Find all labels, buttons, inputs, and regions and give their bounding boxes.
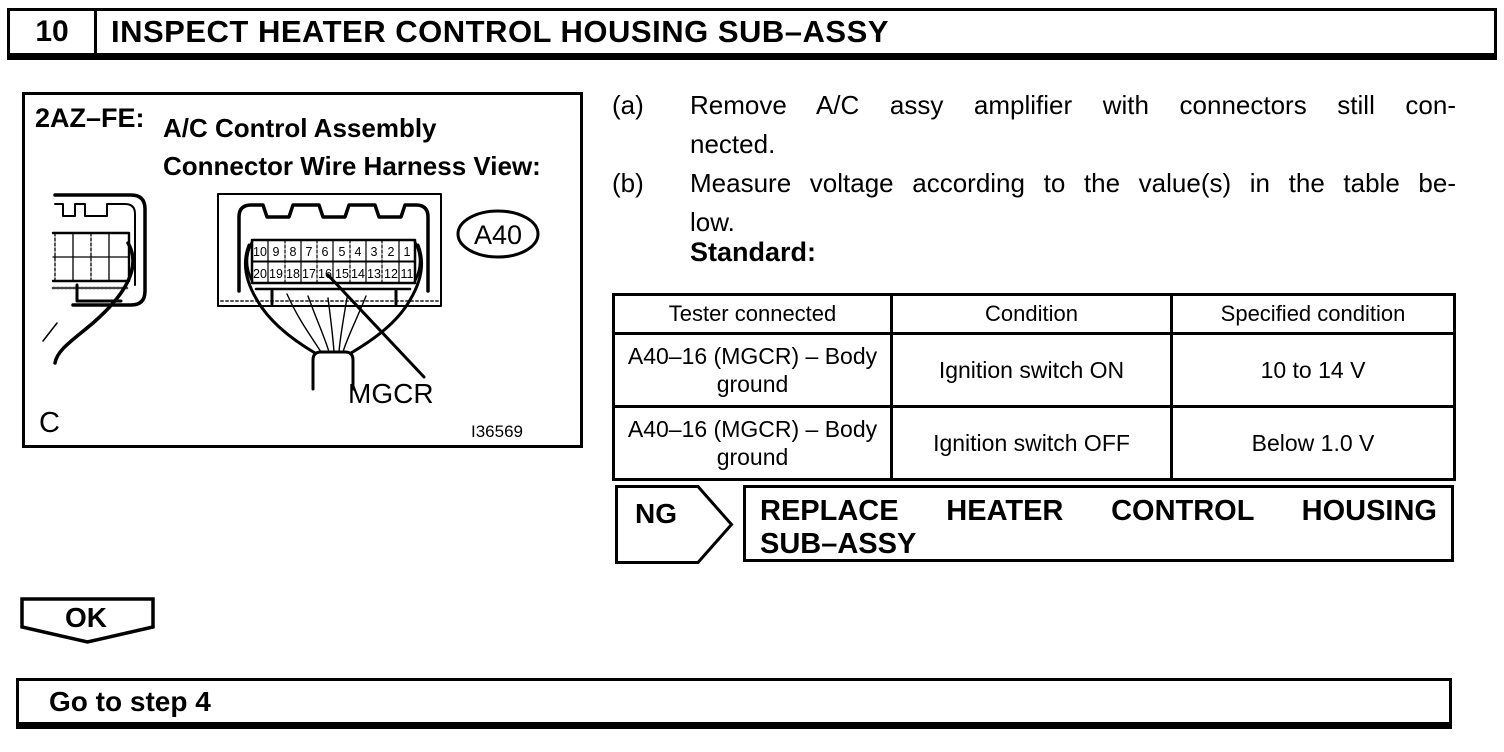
table-header-cell: Condition (890, 293, 1173, 335)
connector-id-label: A40 (474, 220, 522, 250)
figure-corner-label: C (39, 407, 60, 439)
figure-code: I36569 (471, 422, 523, 441)
pin-number: 8 (290, 245, 297, 259)
pin-number: 11 (401, 267, 414, 281)
pin-number: 12 (384, 267, 398, 281)
table-cell: A40–16 (MGCR) – Body ground (612, 332, 893, 408)
ng-arrow: NG (615, 485, 734, 564)
step-header: 10 INSPECT HEATER CONTROL HOUSING SUB–AS… (7, 8, 1497, 60)
table-header-cell: Specified condition (1170, 293, 1456, 335)
step-title: INSPECT HEATER CONTROL HOUSING SUB–ASSY (111, 14, 889, 49)
specification-table: Tester connected Condition Specified con… (612, 293, 1456, 481)
pin-number: 6 (322, 245, 329, 259)
ng-action-line1: REPLACE HEATER CONTROL HOUSING (760, 495, 1437, 527)
table-cell: A40–16 (MGCR) – Body ground (612, 405, 893, 481)
pin-number: 19 (269, 267, 283, 281)
table-header-cell: Tester connected (612, 293, 893, 335)
pin-number: 4 (355, 245, 362, 259)
step-a-line2: nected. (690, 129, 776, 159)
ok-label: OK (65, 602, 107, 633)
pin-number: 2 (388, 245, 395, 259)
goto-step-text: Go to step 4 (49, 685, 211, 717)
mgcr-pointer-line (326, 273, 426, 379)
table-cell: Ignition switch OFF (890, 405, 1173, 481)
pin-number: 7 (306, 245, 313, 259)
left-connector-drawing (42, 193, 147, 365)
pin-signal-label: MGCR (348, 378, 434, 409)
step-a-marker: (a) (612, 90, 644, 120)
connector-id-callout: A40 (456, 209, 540, 259)
pin-number: 9 (273, 245, 280, 259)
step-b-marker: (b) (612, 168, 644, 198)
pin-number: 5 (339, 245, 346, 259)
table-row: A40–16 (MGCR) – Body ground Ignition swi… (612, 332, 1456, 408)
pin-number: 13 (367, 267, 381, 281)
goto-step-box: Go to step 4 (16, 678, 1452, 729)
ok-banner: OK (20, 597, 155, 644)
step-number: 10 (10, 11, 97, 53)
right-connector-drawing: 10 9 8 7 6 5 4 3 2 1 20 19 18 17 16 15 1 (217, 193, 442, 391)
step-a-line1: Remove A/C assy amplifier with connector… (690, 90, 1456, 120)
step-a-text: Remove A/C assy amplifier with connector… (690, 86, 1456, 164)
ng-label: NG (635, 498, 677, 529)
table-cell: Ignition switch ON (890, 332, 1173, 408)
pin-number: 17 (302, 267, 316, 281)
pin-number: 20 (253, 267, 267, 281)
figure-title: A/C Control Assembly Connector Wire Harn… (163, 109, 541, 185)
pin-number: 15 (335, 267, 349, 281)
engine-label: 2AZ–FE: (35, 103, 145, 133)
step-b-line2: low. (690, 207, 735, 237)
table-cell: 10 to 14 V (1170, 332, 1456, 408)
pin-number: 18 (286, 267, 300, 281)
table-cell: Below 1.0 V (1170, 405, 1456, 481)
ng-action-line2: SUB–ASSY (760, 528, 917, 560)
pin-number: 3 (371, 245, 378, 259)
table-header-row: Tester connected Condition Specified con… (612, 293, 1456, 335)
pin-numbers: 10 9 8 7 6 5 4 3 2 1 20 19 18 17 16 15 1 (253, 245, 413, 281)
pin-number: 1 (404, 245, 411, 259)
connector-diagram: 10 9 8 7 6 5 4 3 2 1 20 19 18 17 16 15 1 (42, 193, 540, 391)
pin-number: 14 (351, 267, 365, 281)
table-row: A40–16 (MGCR) – Body ground Ignition swi… (612, 405, 1456, 481)
pin-number: 10 (253, 245, 267, 259)
connector-figure: 10 9 8 7 6 5 4 3 2 1 20 19 18 17 16 15 1 (22, 92, 583, 448)
step-b-text: Measure voltage according to the value(s… (690, 164, 1456, 242)
figure-title-line2: Connector Wire Harness View: (163, 151, 541, 181)
ng-action-box: REPLACE HEATER CONTROL HOUSING SUB–ASSY (743, 485, 1454, 562)
step-b-line1: Measure voltage according to the value(s… (690, 168, 1456, 198)
figure-title-line1: A/C Control Assembly (163, 113, 437, 143)
standard-label: Standard: (690, 237, 817, 267)
